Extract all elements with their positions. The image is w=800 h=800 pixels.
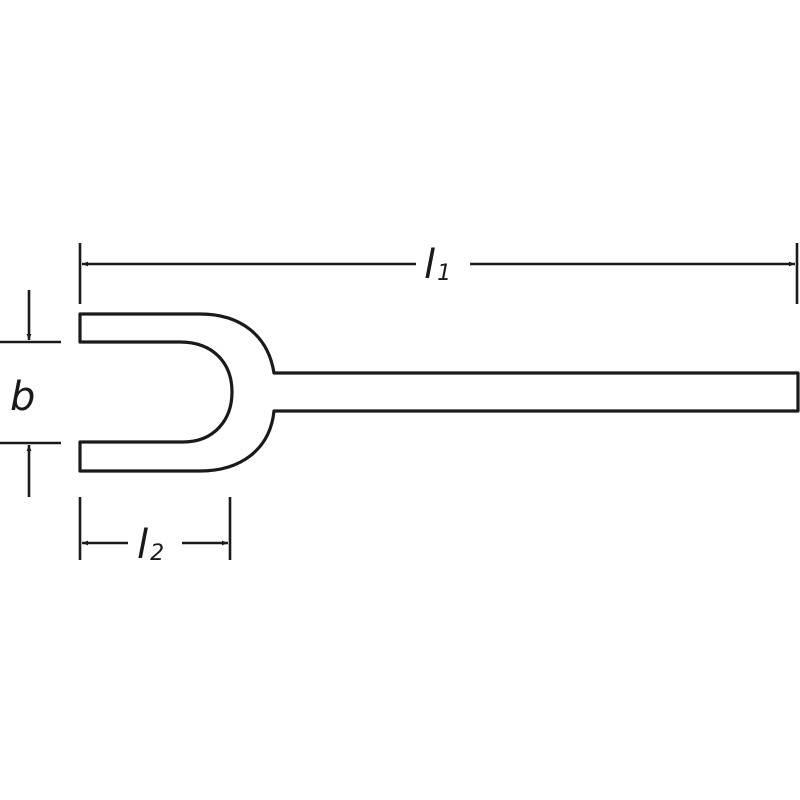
dimension-b xyxy=(0,290,61,497)
label-l2: l2 xyxy=(137,522,164,568)
fork-wrench-outline xyxy=(78,312,800,473)
label-l1: l1 xyxy=(424,242,451,288)
label-b: b xyxy=(10,374,35,420)
dimension-l2 xyxy=(78,497,232,560)
dimension-l1 xyxy=(78,243,799,304)
